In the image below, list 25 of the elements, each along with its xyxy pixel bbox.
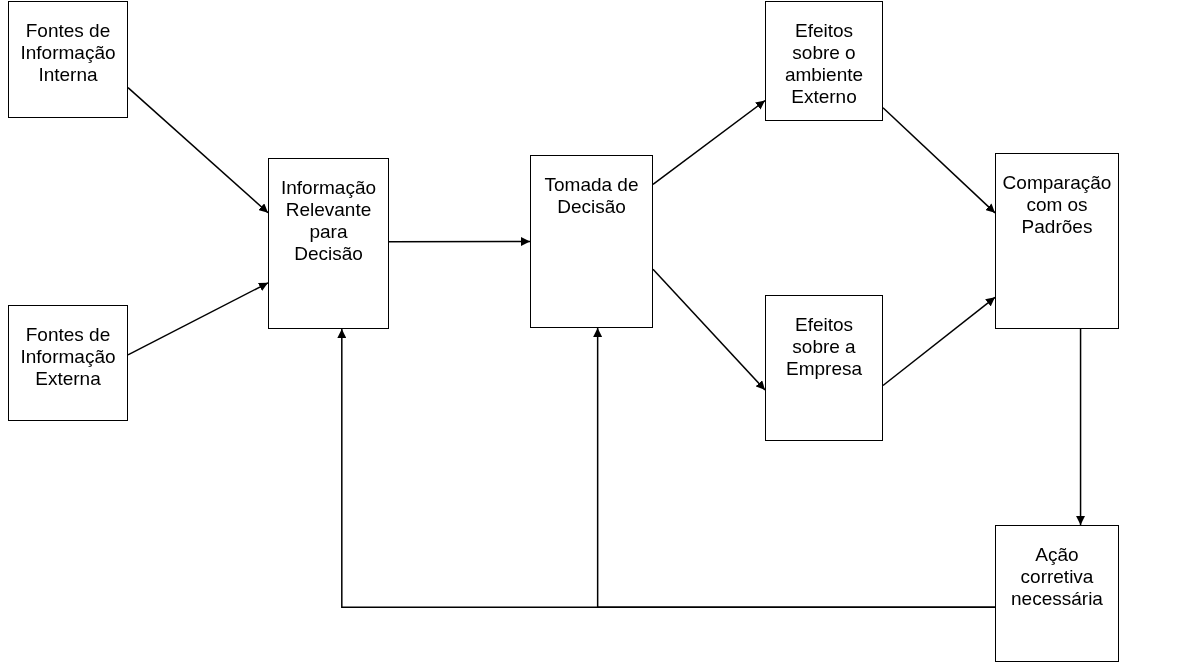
box-label: Comparação com os Padrões	[1001, 172, 1113, 238]
process-box	[8, 305, 128, 421]
box-label: Efeitos sobre a Empresa	[785, 314, 863, 380]
box-label: Efeitos sobre o ambiente Externo	[783, 20, 865, 108]
arrow	[593, 327, 996, 608]
arrow	[652, 268, 766, 391]
box-label: Tomada de Decisão	[543, 174, 640, 218]
process-box	[995, 153, 1119, 329]
process-box	[995, 525, 1119, 662]
arrow	[388, 237, 531, 246]
box-label: Fontes de Informação Externa	[19, 324, 117, 390]
arrow	[882, 296, 996, 387]
box-label: Fontes de Informação Interna	[19, 20, 117, 86]
process-box	[8, 1, 128, 118]
arrow	[1076, 328, 1086, 526]
arrow	[652, 99, 766, 186]
arrow	[882, 107, 996, 214]
process-box	[765, 1, 883, 121]
process-box	[268, 158, 389, 329]
process-box	[530, 155, 653, 328]
process-box	[765, 295, 883, 441]
box-label: Informação Relevante para Decisão	[279, 177, 377, 265]
arrow	[127, 86, 269, 214]
box-label: Ação corretiva necessária	[1010, 544, 1104, 610]
arrow	[127, 282, 269, 356]
